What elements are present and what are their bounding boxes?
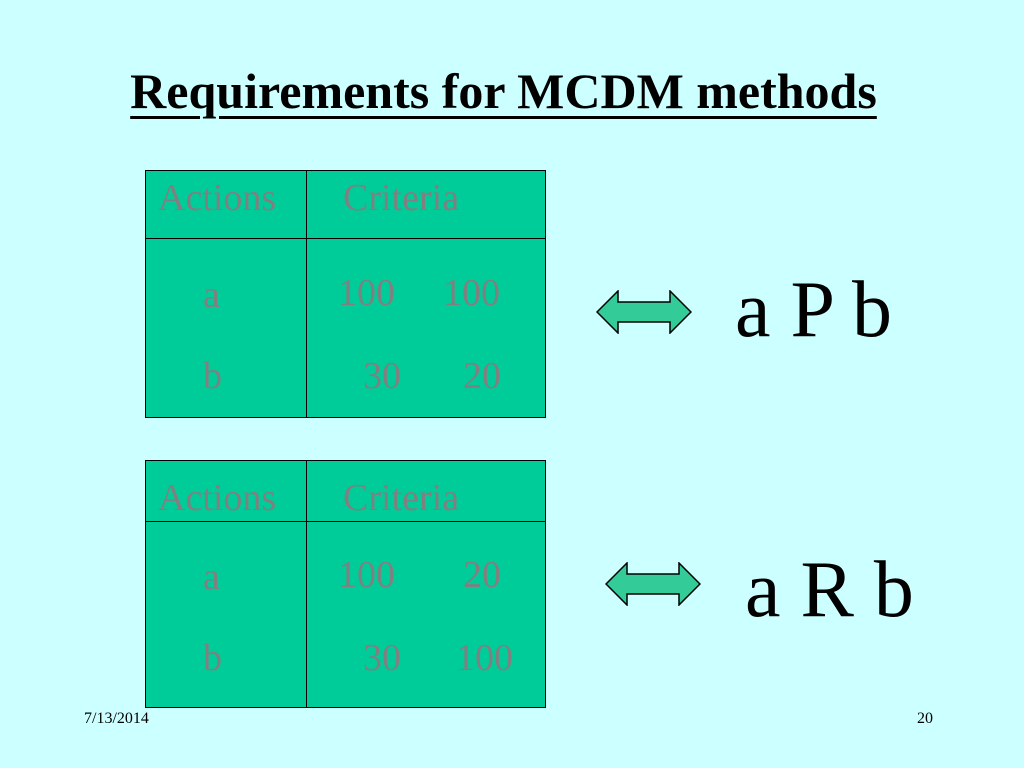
row-a-criterion-2: 100 — [443, 272, 500, 314]
row-b-criterion-2: 100 — [456, 637, 513, 679]
row-a-criterion-2: 20 — [463, 554, 501, 596]
header-actions: Actions — [158, 477, 277, 519]
slide-date: 7/13/2014 — [84, 710, 149, 727]
header-criteria: Criteria — [343, 177, 460, 219]
row-a-criterion-1: 100 — [338, 272, 395, 314]
relation-1: a P b — [735, 266, 893, 354]
double-arrow-icon — [596, 290, 692, 334]
column-divider — [306, 461, 307, 707]
row-b-criterion-2: 20 — [463, 355, 501, 397]
row-b-criterion-1: 30 — [363, 355, 401, 397]
relation-2: a R b — [745, 546, 914, 634]
row-b-criterion-1: 30 — [363, 637, 401, 679]
row-a-action: a — [203, 274, 220, 316]
column-divider — [306, 171, 307, 417]
slide-number: 20 — [917, 710, 933, 727]
row-a-action: a — [203, 556, 220, 598]
header-actions: Actions — [158, 177, 277, 219]
performance-table-1: Actions Criteria a 100 100 b 30 20 — [145, 170, 546, 418]
row-a-criterion-1: 100 — [338, 554, 395, 596]
double-arrow-icon — [605, 562, 701, 606]
header-divider — [146, 238, 545, 239]
slide-title: Requirements for MCDM methods — [130, 63, 877, 119]
header-divider — [146, 521, 545, 522]
header-criteria: Criteria — [343, 477, 460, 519]
row-b-action: b — [203, 637, 222, 679]
performance-table-2: Actions Criteria a 100 20 b 30 100 — [145, 460, 546, 708]
row-b-action: b — [203, 355, 222, 397]
